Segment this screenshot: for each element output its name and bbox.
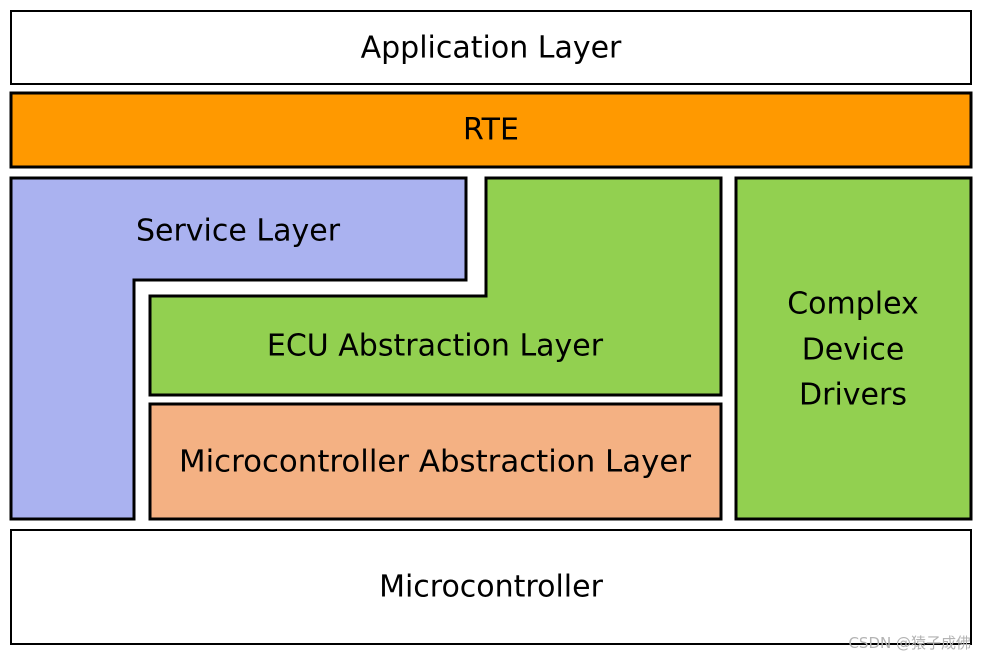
microcontroller-box [10, 529, 972, 645]
watermark: CSDN @猿子成佛 [848, 634, 971, 652]
complex-device-drivers-line-2: Device [802, 333, 905, 368]
mcal-box [148, 402, 723, 521]
complex-device-drivers-line-3: Drivers [799, 378, 907, 413]
ecu-abstraction-layer-label: ECU Abstraction Layer [267, 329, 604, 364]
complex-device-drivers-box [734, 176, 973, 521]
application-layer-box [10, 10, 972, 85]
rte-label: RTE [463, 113, 519, 148]
mcal-label: Microcontroller Abstraction Layer [179, 445, 692, 480]
service-layer-box [9, 176, 468, 521]
complex-device-drivers-line-1: Complex [787, 287, 919, 322]
application-layer-label: Application Layer [361, 31, 622, 66]
ecu-abstraction-layer-box [148, 176, 723, 397]
rte-box [9, 91, 973, 169]
microcontroller-label: Microcontroller [379, 570, 604, 605]
service-layer-label: Service Layer [136, 214, 341, 249]
